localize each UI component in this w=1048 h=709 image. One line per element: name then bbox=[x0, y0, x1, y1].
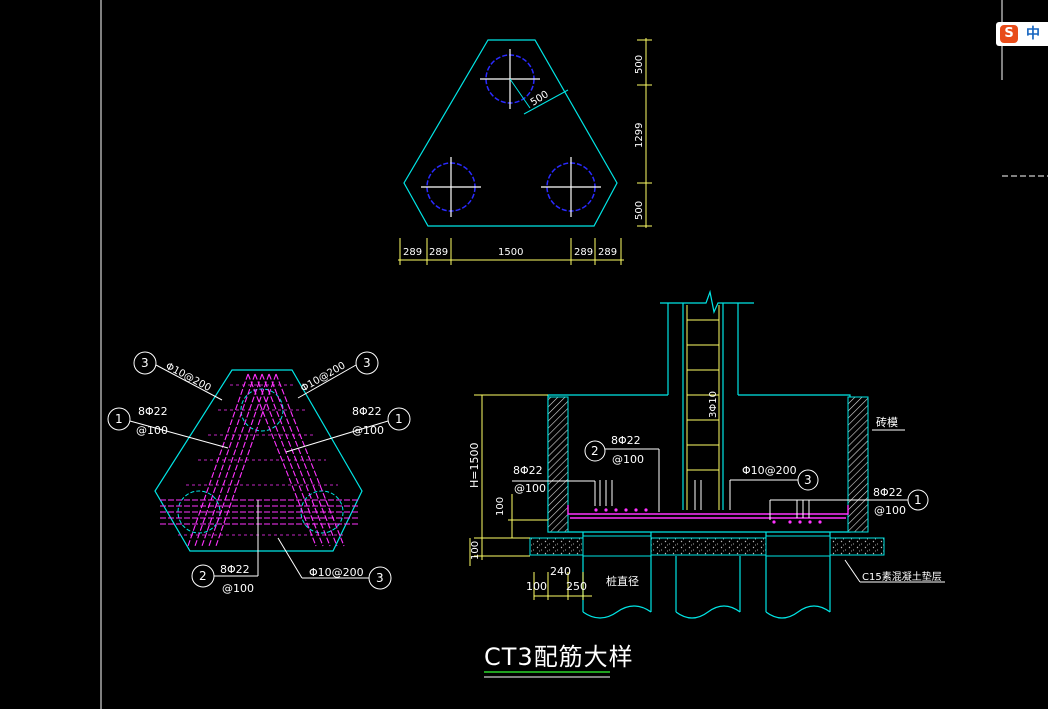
dim-bottom-289-a: 289 bbox=[403, 247, 422, 258]
dim-240: 240 bbox=[550, 565, 571, 578]
height-label: H=1500 bbox=[468, 443, 481, 488]
dim-100-cover: 100 bbox=[495, 497, 506, 516]
cap-outline bbox=[403, 39, 618, 227]
spec-bottom-2: @100 bbox=[222, 582, 254, 595]
sec-mark-1-left-spec2: @100 bbox=[514, 482, 546, 495]
dim-100-edge: 100 bbox=[526, 580, 547, 593]
mark-3-top-left bbox=[133, 351, 157, 375]
sec-mark-2: 2 bbox=[591, 444, 599, 458]
mark-1-l-num: 1 bbox=[115, 412, 123, 426]
cap-plan-view: 500 500 1299 500 289 289 1500 289 289 bbox=[398, 38, 652, 265]
spec-bottom-bar: Φ10@200 bbox=[309, 566, 364, 579]
spec-bottom-1: 8Φ22 bbox=[220, 563, 250, 576]
spec-right-2: @100 bbox=[352, 424, 384, 437]
brick-form-right bbox=[847, 396, 869, 533]
dim-bottom-289-c: 289 bbox=[574, 247, 593, 258]
mark-3-tl-num: 3 bbox=[141, 356, 149, 370]
mark-1-right bbox=[387, 407, 411, 431]
dim-100-bed: 100 bbox=[470, 541, 481, 560]
mark-3-top-right bbox=[355, 351, 379, 375]
mark-1-left bbox=[107, 407, 131, 431]
sec-mark-1-right: 1 bbox=[914, 493, 922, 507]
drawing-title: CT3配筋大样 bbox=[484, 643, 634, 671]
brick-form-label: 砖模 bbox=[876, 415, 898, 429]
rebar-plan-view: 3 3 1 1 2 3 Φ10@200 Φ10@200 8Φ22 @100 8Φ… bbox=[107, 351, 411, 595]
sec-mark-2-spec2: @100 bbox=[612, 453, 644, 466]
c15-bedding-label: C15素混凝土垫层 bbox=[862, 570, 942, 583]
brick-form-left bbox=[547, 396, 569, 533]
dim-right-500-top: 500 bbox=[634, 55, 645, 74]
spec-right-1: 8Φ22 bbox=[352, 405, 382, 418]
ime-toolbar[interactable]: S 中 bbox=[996, 22, 1048, 46]
sec-mark-1-right-spec2: @100 bbox=[874, 504, 906, 517]
dim-bottom-289-b: 289 bbox=[429, 247, 448, 258]
sec-mark-2-spec1: 8Φ22 bbox=[611, 434, 641, 447]
ime-language-toggle[interactable]: 中 bbox=[1026, 26, 1040, 42]
sec-mark-1-left-spec1: 8Φ22 bbox=[513, 464, 543, 477]
mark-3-b-num: 3 bbox=[376, 571, 384, 585]
rebar-cap-outline bbox=[154, 369, 363, 552]
dim-250: 250 bbox=[566, 580, 587, 593]
mark-1-r-num: 1 bbox=[395, 412, 403, 426]
mark-3-tr-num: 3 bbox=[363, 356, 371, 370]
rebar-pile-top bbox=[240, 388, 284, 432]
sogou-logo-icon[interactable]: S bbox=[1000, 25, 1018, 43]
section-view: H=1500 100 100 240 100 250 桩直径 3Φ10 砖模 C… bbox=[468, 289, 945, 619]
sec-mark-3-spec: Φ10@200 bbox=[742, 464, 797, 477]
mark-2-b-num: 2 bbox=[199, 569, 207, 583]
spec-left-1: 8Φ22 bbox=[138, 405, 168, 418]
dim-right-500-bot: 500 bbox=[634, 201, 645, 220]
dim-right-1299: 1299 bbox=[634, 123, 645, 148]
dim-bottom-289-d: 289 bbox=[598, 247, 617, 258]
sec-mark-3: 3 bbox=[804, 473, 812, 487]
spec-left-2: @100 bbox=[136, 424, 168, 437]
dim-bottom-1500: 1500 bbox=[498, 247, 523, 258]
spec-top-left: Φ10@200 bbox=[164, 361, 213, 394]
pile-diameter-label: 桩直径 bbox=[606, 574, 639, 588]
stirrup-label: 3Φ10 bbox=[708, 391, 719, 418]
sec-mark-1-right-spec1: 8Φ22 bbox=[873, 486, 903, 499]
spec-top-right: Φ10@200 bbox=[299, 360, 348, 394]
